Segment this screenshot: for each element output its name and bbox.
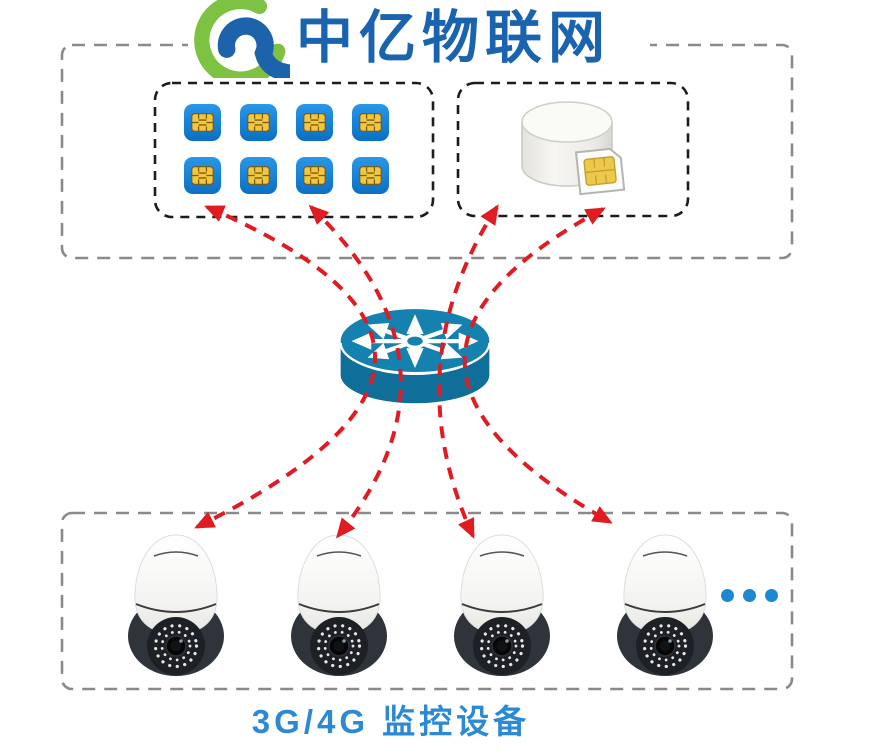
ellipsis-dot xyxy=(765,589,778,602)
device-zone-label: 3G/4G 监控设备 xyxy=(251,703,531,740)
sim-database-group xyxy=(518,98,652,206)
ptz-camera-icon xyxy=(612,532,718,682)
more-devices-ellipsis xyxy=(721,589,778,602)
sim-chip-icon xyxy=(351,103,390,142)
sim-chip-icon xyxy=(239,103,278,142)
sim-chip-icon xyxy=(351,156,390,195)
brand-logo: 中亿物联网 xyxy=(188,0,650,78)
brand-name: 中亿物联网 xyxy=(296,6,611,70)
ptz-camera-icon xyxy=(449,532,555,682)
sim-chip-icon xyxy=(239,156,278,195)
sim-card-grid xyxy=(183,103,390,195)
router-hub xyxy=(335,306,495,412)
sim-chip-icon xyxy=(183,103,222,142)
ellipsis-dot xyxy=(743,589,756,602)
sim-card-icon xyxy=(574,147,626,196)
ptz-camera-icon xyxy=(123,532,229,682)
device-zone-box xyxy=(60,511,794,691)
sim-chip-icon xyxy=(183,156,222,195)
swirl-logo-icon xyxy=(194,0,290,78)
router-icon xyxy=(339,309,491,404)
sim-chip-icon xyxy=(295,103,334,142)
ptz-camera-icon xyxy=(286,532,392,682)
database-box xyxy=(456,81,690,218)
camera-row xyxy=(123,532,718,682)
ellipsis-dot xyxy=(721,589,734,602)
sim-chip-icon xyxy=(295,156,334,195)
top-outer-zone-box xyxy=(60,43,794,260)
database-cylinder-icon xyxy=(521,101,626,196)
